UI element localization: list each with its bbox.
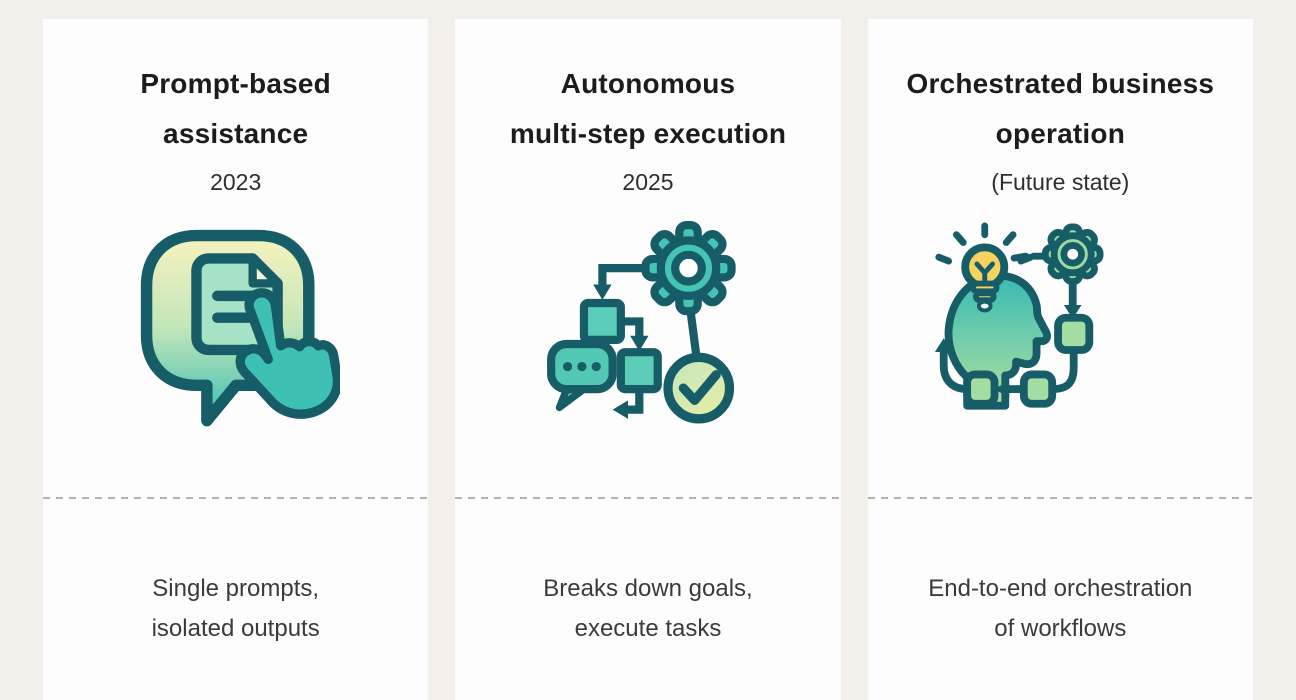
card-desc-line1: Single prompts,: [152, 575, 320, 602]
card-title-line1: Prompt-based: [140, 68, 331, 99]
card-orchestrated-business-operation: Orchestrated business operation (Future …: [867, 19, 1253, 700]
dashed-divider: [43, 497, 429, 499]
gear-to-check-connector: [686, 310, 702, 359]
workflow-square-bottom-right: [1020, 370, 1057, 408]
left-arrowhead: [613, 400, 629, 419]
card-desc-line1: Breaks down goals,: [543, 575, 753, 602]
card-desc-line2: isolated outputs: [151, 615, 320, 642]
up-arrowhead: [935, 338, 953, 352]
card-desc-line1: End-to-end orchestration: [928, 575, 1193, 602]
card-title-line2: multi-step execution: [509, 118, 787, 149]
checkmark-circle-shape: [663, 352, 735, 424]
card-description: Single prompts, isolated outputs: [43, 569, 428, 649]
square2-to-bubble-connector: [627, 389, 644, 414]
gear-shape: [641, 221, 737, 316]
card-desc-line2: of workflows: [994, 615, 1127, 642]
icon-wrap: [43, 221, 428, 441]
card-title-line1: Autonomous: [560, 68, 736, 99]
down-arrowhead: [1064, 305, 1082, 319]
card-title: Prompt-based assistance: [51, 59, 420, 159]
cycle-return-connector: [940, 350, 968, 393]
card-title: Orchestrated business operation: [876, 59, 1245, 159]
gear-to-square1-connector: [598, 264, 661, 287]
card-title: Autonomous multi-step execution: [463, 59, 832, 159]
gear-shape: [1042, 223, 1104, 286]
card-description: End-to-end orchestration of workflows: [868, 569, 1253, 649]
workflow-square-right: [1054, 313, 1094, 354]
dashed-divider: [867, 497, 1253, 499]
head-lightbulb-workflow-cycle-icon: [935, 222, 1104, 410]
card-prompt-based-assistance: Prompt-based assistance 2023: [43, 19, 429, 700]
chat-bubble-shape: [547, 339, 618, 412]
card-desc-line2: execute tasks: [574, 615, 722, 642]
flow-square-2: [617, 348, 663, 394]
down-arrowhead: [593, 284, 613, 300]
card-title-line2: assistance: [163, 118, 309, 149]
dashed-divider: [455, 497, 841, 499]
lightbulb-shape: [935, 222, 1035, 313]
down-arrowhead: [630, 335, 650, 352]
chat-document-pointer-icon: [140, 229, 340, 427]
flowchart-gear-checkmark-icon: [547, 221, 737, 424]
card-subtitle: 2023: [210, 169, 262, 195]
workflow-square-bottom-left: [963, 370, 999, 408]
card-subtitle: 2025: [622, 169, 674, 195]
card-title-line2: operation: [995, 118, 1125, 149]
icon-wrap: [455, 221, 840, 441]
left-arrowhead: [994, 380, 1010, 398]
square1-to-square2-connector: [621, 317, 644, 338]
icon-wrap: [868, 221, 1253, 441]
card-title-line1: Orchestrated business: [906, 68, 1215, 99]
card-autonomous-multi-step-execution: Autonomous multi-step execution 2025: [455, 19, 841, 700]
pointer-hand-shape: [235, 288, 340, 419]
card-subtitle: (Future state): [991, 169, 1130, 195]
flow-square-1: [580, 298, 626, 344]
card-description: Breaks down goals, execute tasks: [455, 569, 840, 649]
